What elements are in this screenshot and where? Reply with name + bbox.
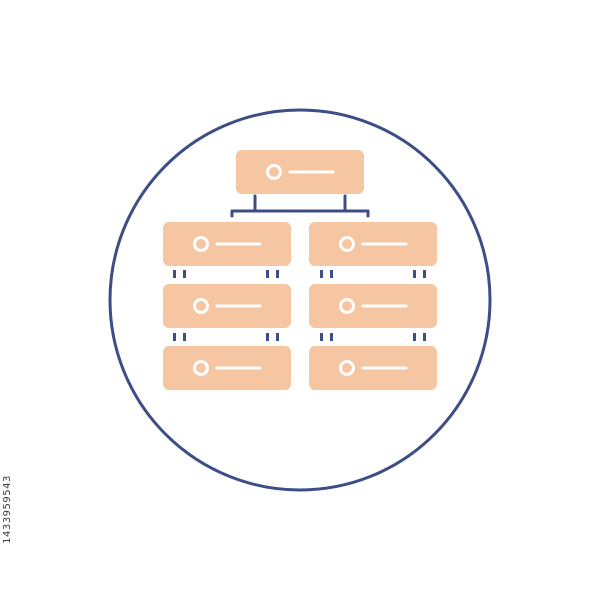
server-unit-right-2 — [309, 284, 437, 328]
server-unit-top — [236, 150, 364, 194]
power-led-icon — [339, 236, 355, 252]
stock-id-watermark: 1433959543 — [0, 454, 14, 564]
circle-frame — [108, 108, 492, 492]
server-unit-left-3 — [163, 346, 291, 390]
rack-connectors — [173, 270, 426, 341]
power-led-icon — [193, 360, 209, 376]
power-led-icon — [193, 236, 209, 252]
server-unit-right-1 — [309, 222, 437, 266]
power-led-icon — [339, 360, 355, 376]
server-unit-left-2 — [163, 284, 291, 328]
stock-id-text: 1433959543 — [1, 474, 13, 544]
server-unit-right-3 — [309, 346, 437, 390]
power-led-icon — [266, 164, 282, 180]
top-connector — [230, 194, 370, 218]
server-unit-left-1 — [163, 222, 291, 266]
power-led-icon — [339, 298, 355, 314]
power-led-icon — [193, 298, 209, 314]
